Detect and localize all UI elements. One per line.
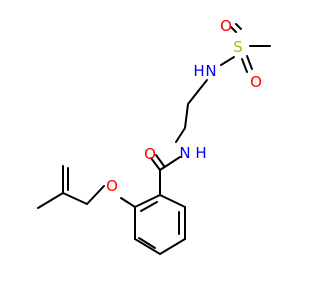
atom-labels: S O O H N N H O O — [106, 17, 262, 195]
bond-ch2-n-amide — [175, 127, 186, 143]
ring-bond-4 — [134, 238, 161, 255]
bond-s-o-top-b — [235, 23, 242, 30]
ring-inner-3 — [140, 201, 158, 212]
bond-alkene-methyl — [37, 192, 64, 209]
bond-ring-o-ether — [120, 197, 136, 208]
atom-o-ether: O — [106, 177, 118, 195]
ring-bond-3 — [159, 238, 186, 255]
molecule-canvas: S O O H N N H O O — [37, 17, 271, 255]
atom-s: S — [233, 38, 243, 56]
atom-o-carbonyl: O — [144, 145, 156, 163]
ring-bond-1 — [159, 194, 186, 208]
atom-o-sulfonyl-top: O — [220, 17, 232, 35]
atom-n-sulfonamide: N — [205, 62, 216, 80]
bond-s-o-bottom-b — [241, 58, 248, 73]
bonds — [37, 23, 271, 255]
bond-o-ch2 — [86, 185, 105, 205]
bond-c-o-carbonyl-b — [155, 154, 165, 167]
bond-s-n — [220, 56, 235, 66]
ring-bond-6 — [134, 194, 161, 208]
bond-n-carbonyl-c — [159, 156, 181, 171]
bond-ch2-alkene-c — [62, 192, 88, 205]
bond-s-o-bottom-a — [246, 55, 253, 70]
bond-c-o-carbonyl-a — [150, 157, 161, 171]
molecule-structure: S O O H N N H O O — [37, 17, 271, 255]
atom-h-amide: H — [195, 144, 206, 162]
atom-n-amide: N — [179, 144, 190, 162]
ring-inner-2 — [138, 237, 156, 249]
bond-s-o-top-a — [230, 26, 237, 33]
atom-o-sulfonyl-bottom: O — [250, 73, 262, 91]
bond-ch2-ch2 — [184, 103, 189, 129]
atom-h-sulfonamide: H — [193, 62, 204, 80]
bond-n-ch2 — [187, 79, 208, 105]
